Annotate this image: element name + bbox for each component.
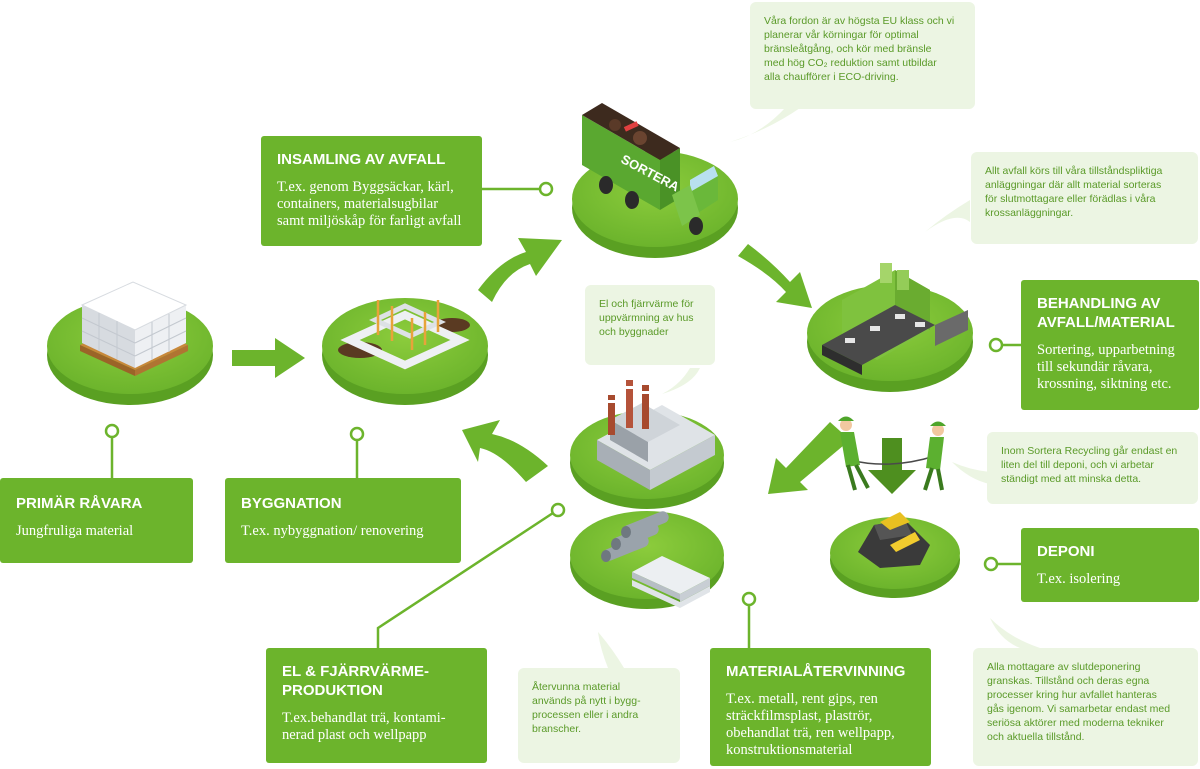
connector-dot-primar (104, 423, 120, 439)
connector-lines (104, 181, 1022, 648)
note-mottagare: Alla mottagare av slutdeponering granska… (973, 648, 1198, 766)
arrow-center-to-bygg (462, 420, 548, 482)
box-behandling-text: Sortering, upparbetning till sekundär rå… (1037, 342, 1175, 392)
box-primar: PRIMÄR RÅVARA Jungfruliga material (0, 478, 193, 563)
box-el-text: T.ex.behandlat trä, kontami- nerad plast… (282, 710, 446, 743)
box-insamling-title: INSAMLING AV AVFALL (277, 151, 446, 168)
connector-dot-insamling (538, 181, 554, 197)
box-behandling-title: BEHANDLING AV AVFALL/MATERIAL (1037, 295, 1175, 331)
note-atervunna: Återvunna material används på nytt i byg… (518, 668, 680, 763)
box-byggnation-title: BYGGNATION (241, 495, 342, 512)
connector-dot-deponi (983, 556, 999, 572)
workers-pulling-rope-icon (838, 416, 946, 491)
note-fordon: Våra fordon är av högsta EU klass och vi… (750, 2, 975, 109)
arrow-primar-to-bygg (232, 338, 305, 378)
landfill-rocks-icon (858, 512, 930, 568)
flow-arrows (232, 238, 916, 494)
note-el-varme: El och fjärrvärme för uppvärmning av hus… (585, 285, 715, 365)
box-material: MATERIALÅTERVINNING T.ex. metall, rent g… (710, 648, 931, 766)
box-deponi-title: DEPONI (1037, 543, 1095, 560)
box-deponi-text: T.ex. isolering (1037, 571, 1121, 587)
note-tails (598, 108, 1040, 668)
connector-dot-material (741, 591, 757, 607)
box-primar-title: PRIMÄR RÅVARA (16, 495, 143, 512)
connector-dot-byggnation (349, 426, 365, 442)
note-deponi-info: Inom Sortera Recycling går endast en lit… (987, 432, 1198, 504)
box-primar-text: Jungfruliga material (16, 523, 134, 539)
box-insamling: INSAMLING AV AVFALL T.ex. genom Byggsäck… (261, 136, 482, 246)
construction-site-icon (338, 300, 470, 370)
box-deponi: DEPONI T.ex. isolering (1021, 528, 1199, 602)
connector-dot-el (550, 502, 566, 518)
pallet-blocks-icon (80, 281, 188, 376)
power-plant-icon (597, 380, 715, 490)
connector-dot-behandling (988, 337, 1004, 353)
arrow-to-deponi (868, 438, 916, 494)
note-avfall: Allt avfall körs till våra tillståndspli… (971, 152, 1198, 244)
garbage-truck-icon: SORTERA (582, 103, 718, 235)
box-byggnation: BYGGNATION T.ex. nybyggnation/ renoverin… (225, 478, 461, 563)
arrow-insamling-to-behandling (738, 244, 812, 308)
box-material-text: T.ex. metall, rent gips, ren sträckfilms… (726, 691, 895, 758)
arrow-bygg-to-insamling (478, 238, 562, 302)
box-insamling-text: T.ex. genom Byggsäckar, kärl, containers… (277, 179, 462, 229)
box-el-title: EL & FJÄRRVÄRME- PRODUKTION (282, 663, 429, 699)
box-behandling: BEHANDLING AV AVFALL/MATERIAL Sortering,… (1021, 280, 1199, 410)
sorting-facility-icon (822, 263, 968, 375)
pipes-materials-icon (601, 511, 710, 608)
box-byggnation-text: T.ex. nybyggnation/ renovering (241, 523, 424, 539)
arrow-behandling-to-center (768, 422, 850, 494)
box-material-title: MATERIALÅTERVINNING (726, 663, 906, 680)
box-el: EL & FJÄRRVÄRME- PRODUKTION T.ex.behandl… (266, 648, 487, 763)
connector-el (376, 511, 554, 648)
